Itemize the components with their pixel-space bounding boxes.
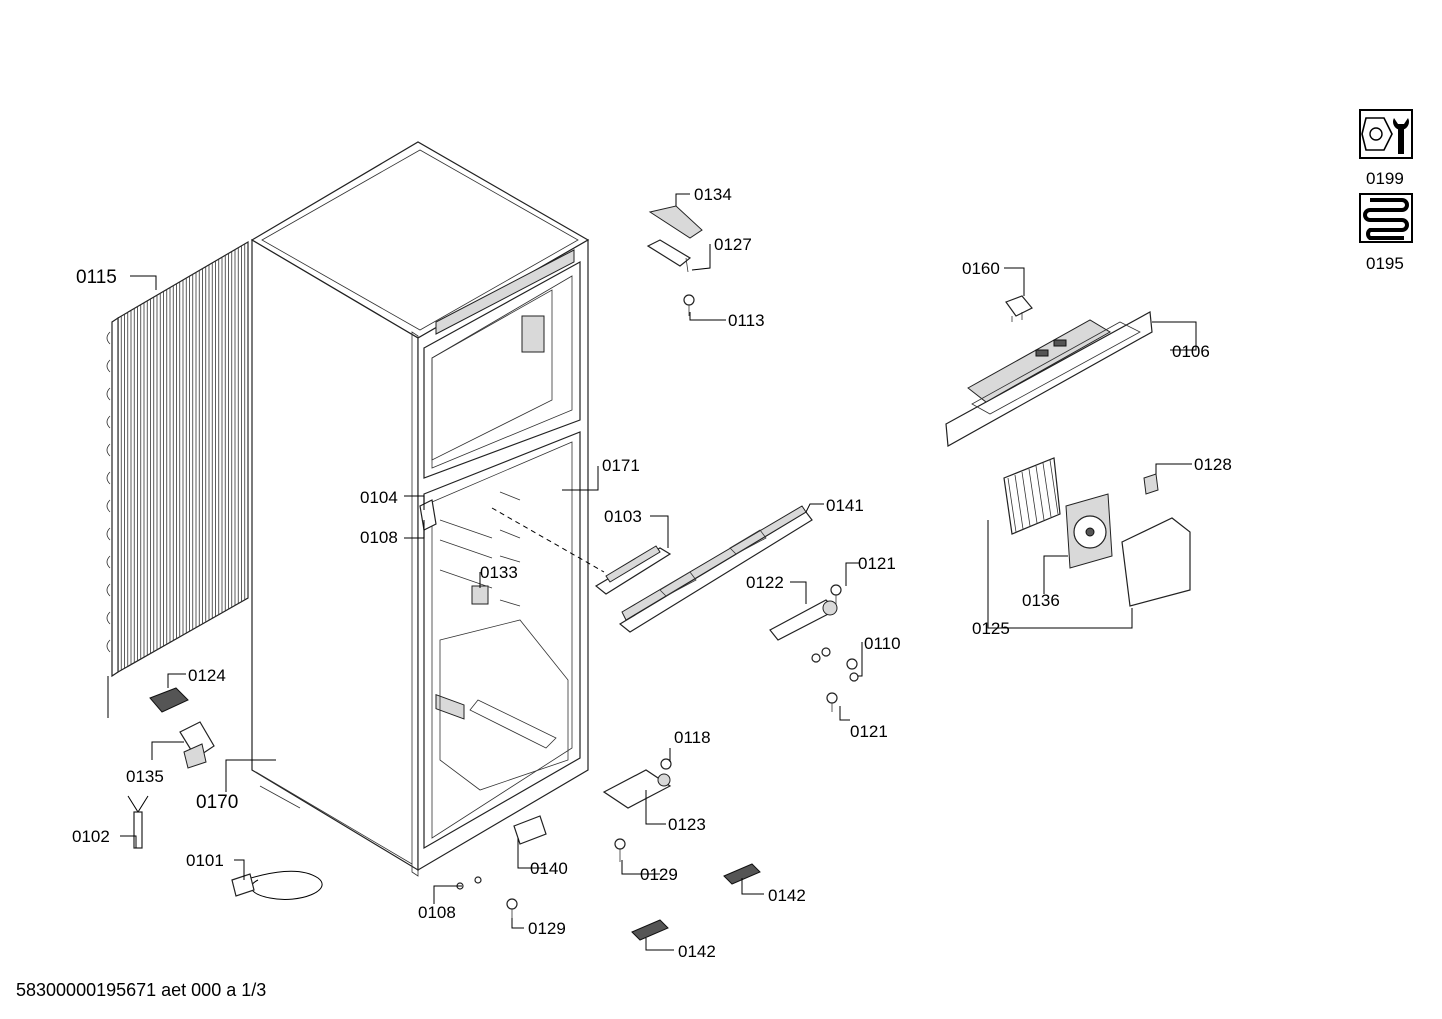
- callout-0118: 0118: [674, 728, 711, 747]
- callout-0104: 0104: [360, 488, 398, 507]
- callout-0140: 0140: [530, 859, 568, 878]
- callout-0124: 0124: [188, 666, 226, 685]
- callout-0141: 0141: [826, 496, 864, 515]
- top-hinge-part[interactable]: [646, 239, 692, 273]
- callout-0102: 0102: [72, 827, 110, 846]
- callout-0101: 0101: [186, 851, 224, 870]
- callout-0136: 0136: [1022, 591, 1060, 610]
- hinge-cover-part[interactable]: [648, 205, 703, 239]
- callout-0128: 0128: [1194, 455, 1232, 474]
- adjustable-foot-part[interactable]: [506, 898, 518, 920]
- callout-0110: 0110: [864, 634, 901, 653]
- screw-part[interactable]: [683, 294, 695, 316]
- adjustable-foot-part[interactable]: [614, 838, 626, 862]
- hinge-cover-strip-part[interactable]: [723, 863, 761, 885]
- capillary-tube-part[interactable]: [127, 795, 149, 849]
- callout-0123: 0123: [668, 815, 706, 834]
- door-handle-bar-part[interactable]: [618, 505, 813, 633]
- lamp-housing-part[interactable]: [594, 545, 672, 595]
- fan-cover-part[interactable]: [1003, 457, 1191, 607]
- callout-0113: 0113: [728, 311, 765, 330]
- callout-0106: 0106: [1172, 342, 1210, 361]
- control-panel-part[interactable]: [945, 311, 1153, 447]
- middle-hinge-part[interactable]: [769, 599, 838, 641]
- callout-0122: 0122: [746, 573, 784, 592]
- bottom-hinge-part[interactable]: [602, 769, 672, 809]
- document-code: 58300000195671 aet 000 a 1/3: [16, 980, 267, 1000]
- callout-0108: 0108: [360, 528, 398, 547]
- coil-icon: [1359, 193, 1413, 243]
- callout-0129: 0129: [640, 865, 678, 884]
- callout-0171: 0171: [602, 456, 640, 475]
- tools-icon: [1359, 109, 1413, 159]
- callout-0160: 0160: [962, 259, 1000, 278]
- connector-plug-part[interactable]: [1005, 295, 1033, 322]
- callout-0135: 0135: [126, 767, 164, 786]
- relay-part[interactable]: [179, 721, 215, 769]
- hinge-cover-strip-part[interactable]: [631, 919, 669, 941]
- callout-0170: 0170: [196, 792, 238, 813]
- plug-part[interactable]: [456, 876, 482, 890]
- callout-0142: 0142: [678, 942, 716, 961]
- callout-0133: 0133: [480, 563, 518, 582]
- cover-plate-part[interactable]: [149, 687, 189, 713]
- callout-0121: 0121: [850, 722, 888, 741]
- callout-0103: 0103: [604, 507, 642, 526]
- callout-0134: 0134: [694, 185, 732, 204]
- thermostat-box-part[interactable]: [471, 585, 489, 605]
- callout-0129: 0129: [528, 919, 566, 938]
- callout-0125: 0125: [972, 619, 1010, 638]
- washer-part[interactable]: [811, 647, 859, 682]
- fan-motor-part[interactable]: [1065, 493, 1113, 569]
- condenser-coil-part[interactable]: [106, 240, 249, 678]
- callout-0121: 0121: [858, 554, 896, 573]
- door-stop-part[interactable]: [513, 815, 547, 845]
- symbol-label-tools: 0199: [1366, 169, 1404, 188]
- hinge-bushing-part[interactable]: [660, 758, 672, 770]
- callout-0115: 0115: [76, 267, 117, 288]
- callout-0127: 0127: [714, 235, 752, 254]
- hinge-pin-part[interactable]: [830, 584, 842, 604]
- symbol-label-coil: 0195: [1366, 254, 1404, 273]
- hinge-pin-part[interactable]: [826, 692, 838, 712]
- callout-0108: 0108: [418, 903, 456, 922]
- sensor-part[interactable]: [1143, 473, 1159, 495]
- power-cord-part[interactable]: [231, 870, 323, 900]
- callout-0142: 0142: [768, 886, 806, 905]
